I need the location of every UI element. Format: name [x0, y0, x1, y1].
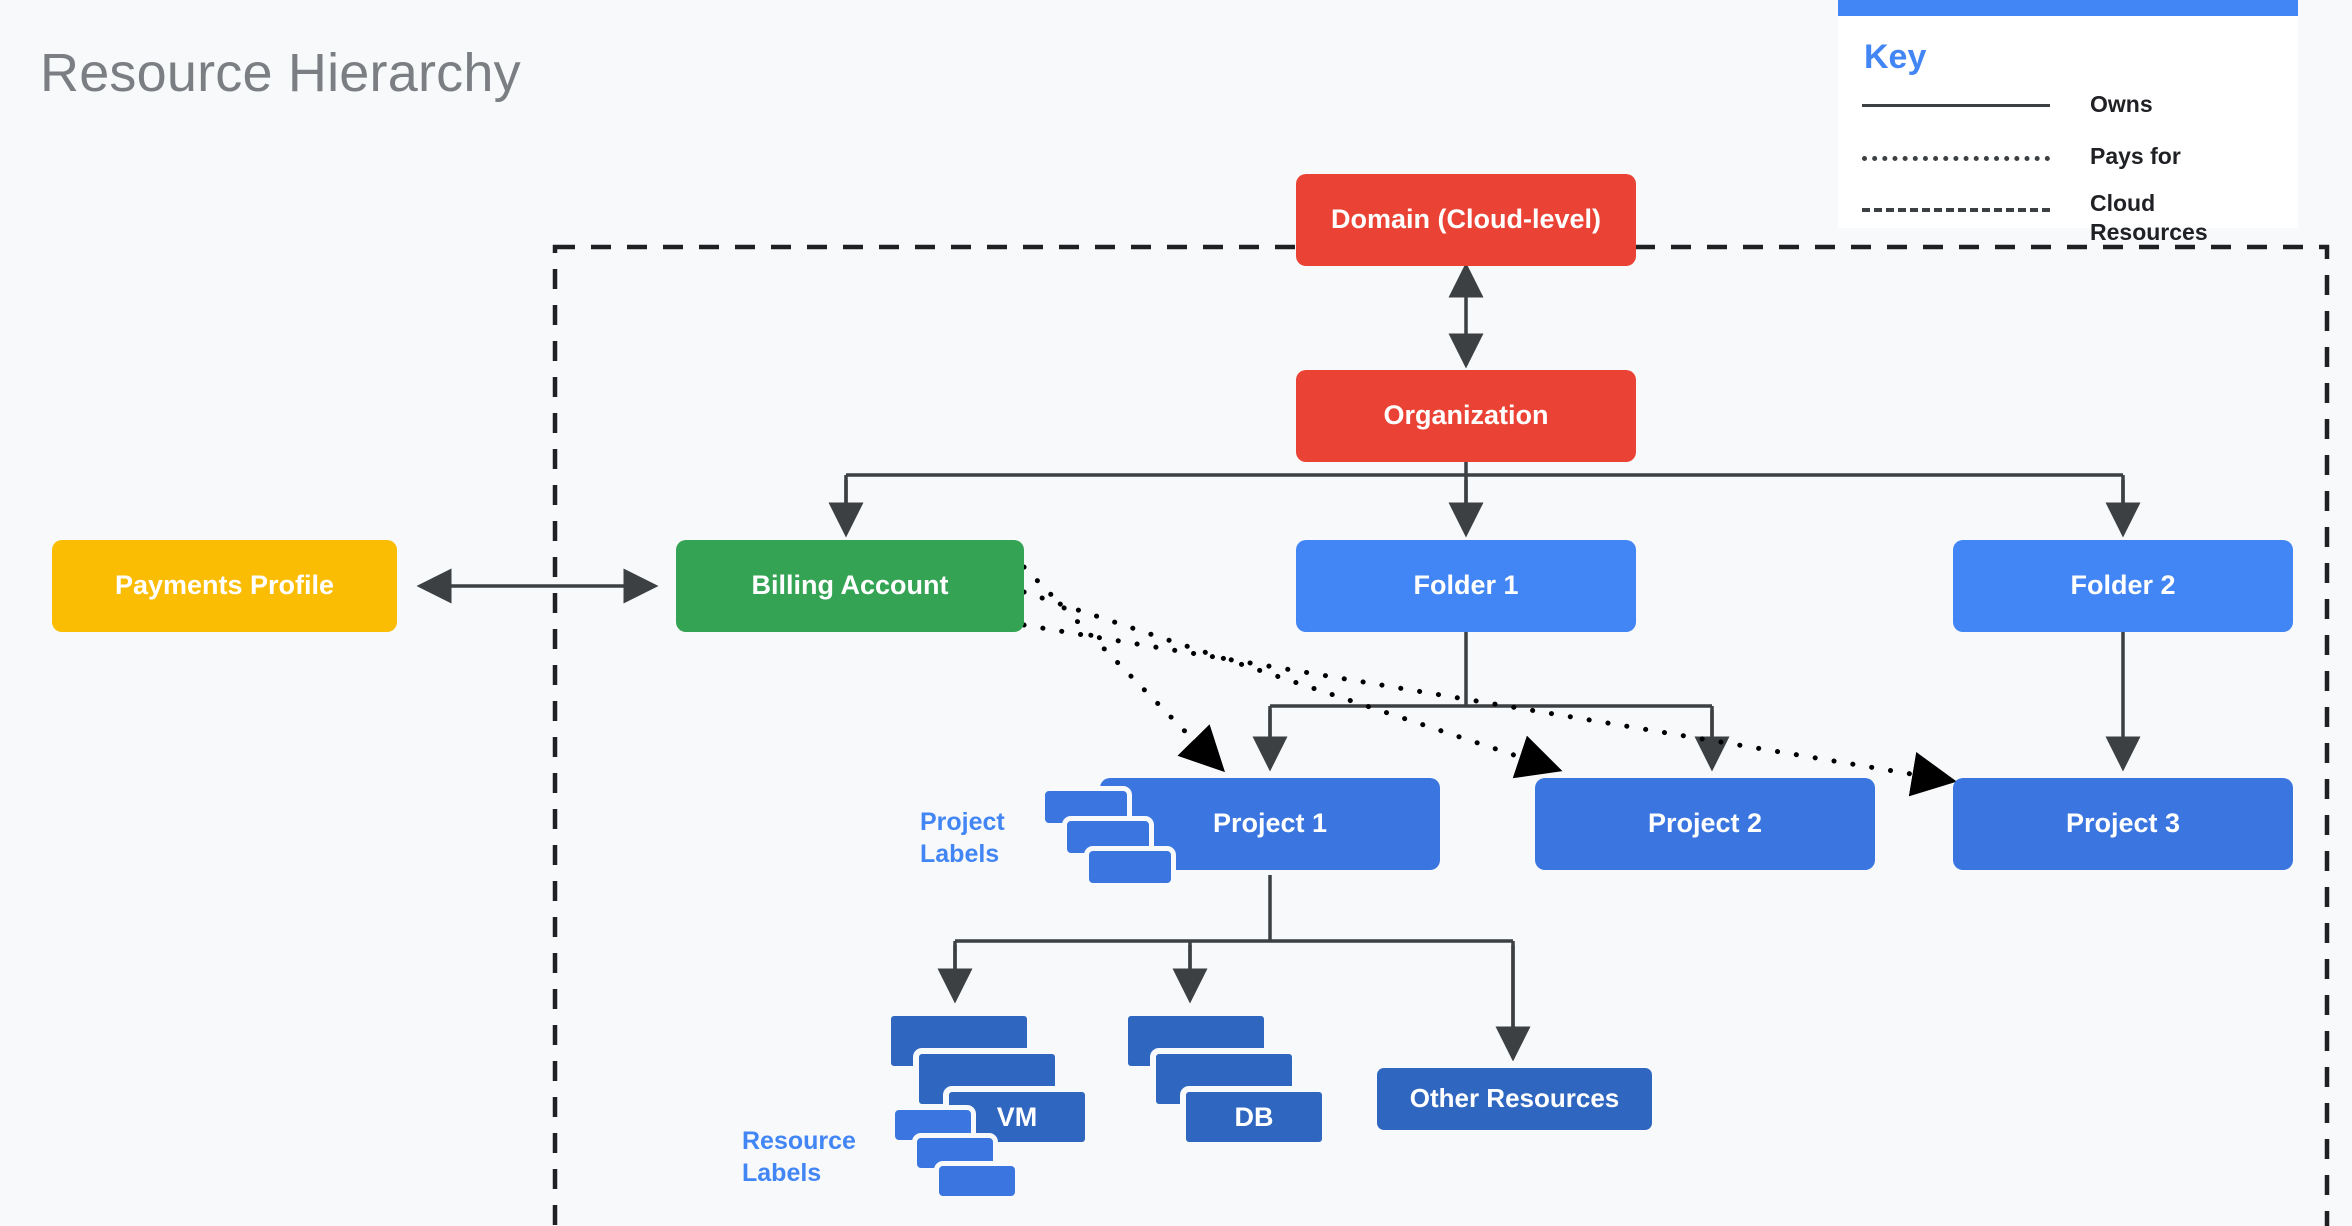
node-domain[interactable]: Domain (Cloud-level): [1296, 174, 1636, 266]
key-line-cloud-resources: [1862, 208, 2050, 212]
key-label-pays-for: Pays for: [2090, 143, 2181, 169]
node-payments-profile[interactable]: Payments Profile: [52, 540, 397, 632]
db-card-front: DB: [1180, 1086, 1328, 1148]
key-legend: Key Owns Pays for Cloud Resources: [1838, 0, 2298, 245]
node-organization[interactable]: Organization: [1296, 370, 1636, 462]
edge-billing-pays-project1: [1021, 564, 1225, 773]
project-labels-caption: Project Labels: [920, 808, 1005, 868]
key-label-cloud-resources: Cloud Resources: [2090, 190, 2208, 245]
resource-labels-stack-icon: [890, 1105, 1020, 1211]
key-line-pays-for: [1862, 156, 2050, 161]
cloud-resources-boundary: [552, 244, 2330, 1226]
node-project-3[interactable]: Project 3: [1953, 778, 2293, 870]
edge-billing-pays-project3: [1021, 622, 1957, 797]
edge-folder1-children-bus: [1268, 625, 1714, 760]
db-resource-stack[interactable]: DB: [1122, 1010, 1382, 1170]
node-project-1[interactable]: Project 1: [1100, 778, 1440, 870]
node-other-resources[interactable]: Other Resources: [1377, 1068, 1652, 1130]
resource-label-card-3: [934, 1161, 1020, 1201]
node-folder-1[interactable]: Folder 1: [1296, 540, 1636, 632]
resource-labels-caption: Resource Labels: [742, 1127, 856, 1187]
edge-organization-children-bus: [844, 462, 2125, 529]
key-title: Key: [1864, 38, 1927, 76]
node-billing-account[interactable]: Billing Account: [676, 540, 1024, 632]
page-title: Resource Hierarchy: [40, 43, 521, 103]
project-label-card-3: [1084, 846, 1176, 888]
key-line-owns: [1862, 104, 2050, 107]
project-labels-stack-icon: [1040, 786, 1176, 894]
node-folder-2[interactable]: Folder 2: [1953, 540, 2293, 632]
key-label-owns: Owns: [2090, 91, 2153, 117]
node-project-2[interactable]: Project 2: [1535, 778, 1875, 870]
